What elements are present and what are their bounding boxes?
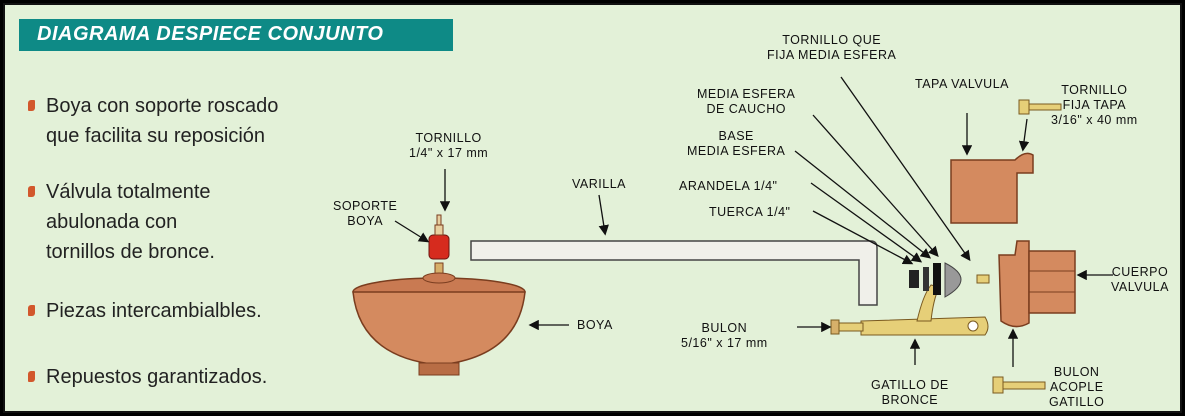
exploded-view-drawing [352,76,1113,394]
label-arandela: ARANDELA 1/4" [679,179,778,193]
rod [470,240,878,306]
bullet-item-1: Boya con soporte roscado que facilita su… [28,91,279,151]
title-banner: DIAGRAMA DESPIECE CONJUNTO [19,19,453,51]
bullet-item-4: Repuestos garantizados. [28,362,268,392]
bullet-text-3: Piezas intercambialbles. [46,300,262,322]
label-base-media-esfera: BASE MEDIA ESFERA [687,129,786,158]
bullet-item-2: Válvula totalmente abulonada con tornill… [28,177,215,267]
label-gatillo-de-bronce: GATILLO DE BRONCE [871,378,949,407]
bullet-icon [28,371,35,382]
label-soporte-boya: SOPORTE BOYA [333,199,398,228]
float-bowl [352,262,526,376]
bullet-icon [28,100,35,111]
bullet-text-1: Boya con soporte roscado que facilita su… [46,95,279,147]
cover-screw [1018,99,1062,115]
diagram-title: DIAGRAMA DESPIECE CONJUNTO [37,23,384,45]
label-bulon: BULON 5/16" x 17 mm [681,321,768,350]
bullet-text-2: Válvula totalmente abulonada con tornill… [46,181,215,263]
label-tuerca: TUERCA 1/4" [709,205,791,219]
trigger-bolt [830,319,864,335]
label-media-esfera-caucho: MEDIA ESFERA DE CAUCHO [697,87,796,116]
float-support [428,214,450,260]
bullet-icon [28,186,35,197]
label-bulon-acople: BULON ACOPLE GATILLO [1049,365,1105,409]
diagram-panel: DIAGRAMA DESPIECE CONJUNTO Boya con sopo… [3,3,1182,413]
label-tornillo-que-fija: TORNILLO QUE FIJA MEDIA ESFERA [767,33,897,62]
leader-arrows [394,76,1113,367]
coupling-bolt [992,376,1046,394]
label-cuerpo-valvula: CUERPO VALVULA [1111,265,1169,294]
valve-cover [950,152,1034,224]
bronze-trigger [860,284,989,336]
label-tapa-valvula: TAPA VALVULA [915,77,1010,91]
bullet-text-4: Repuestos garantizados. [46,366,268,388]
label-tornillo-fija-tapa: TORNILLO FIJA TAPA 3/16" x 40 mm [1051,83,1138,127]
bullet-item-3: Piezas intercambialbles. [28,296,262,326]
bullet-icon [28,305,35,316]
valve-body [998,240,1076,328]
label-tornillo: TORNILLO 1/4" x 17 mm [409,131,489,160]
label-boya: BOYA [577,318,613,332]
valve-small-parts [909,262,990,298]
label-varilla: VARILLA [572,177,626,191]
